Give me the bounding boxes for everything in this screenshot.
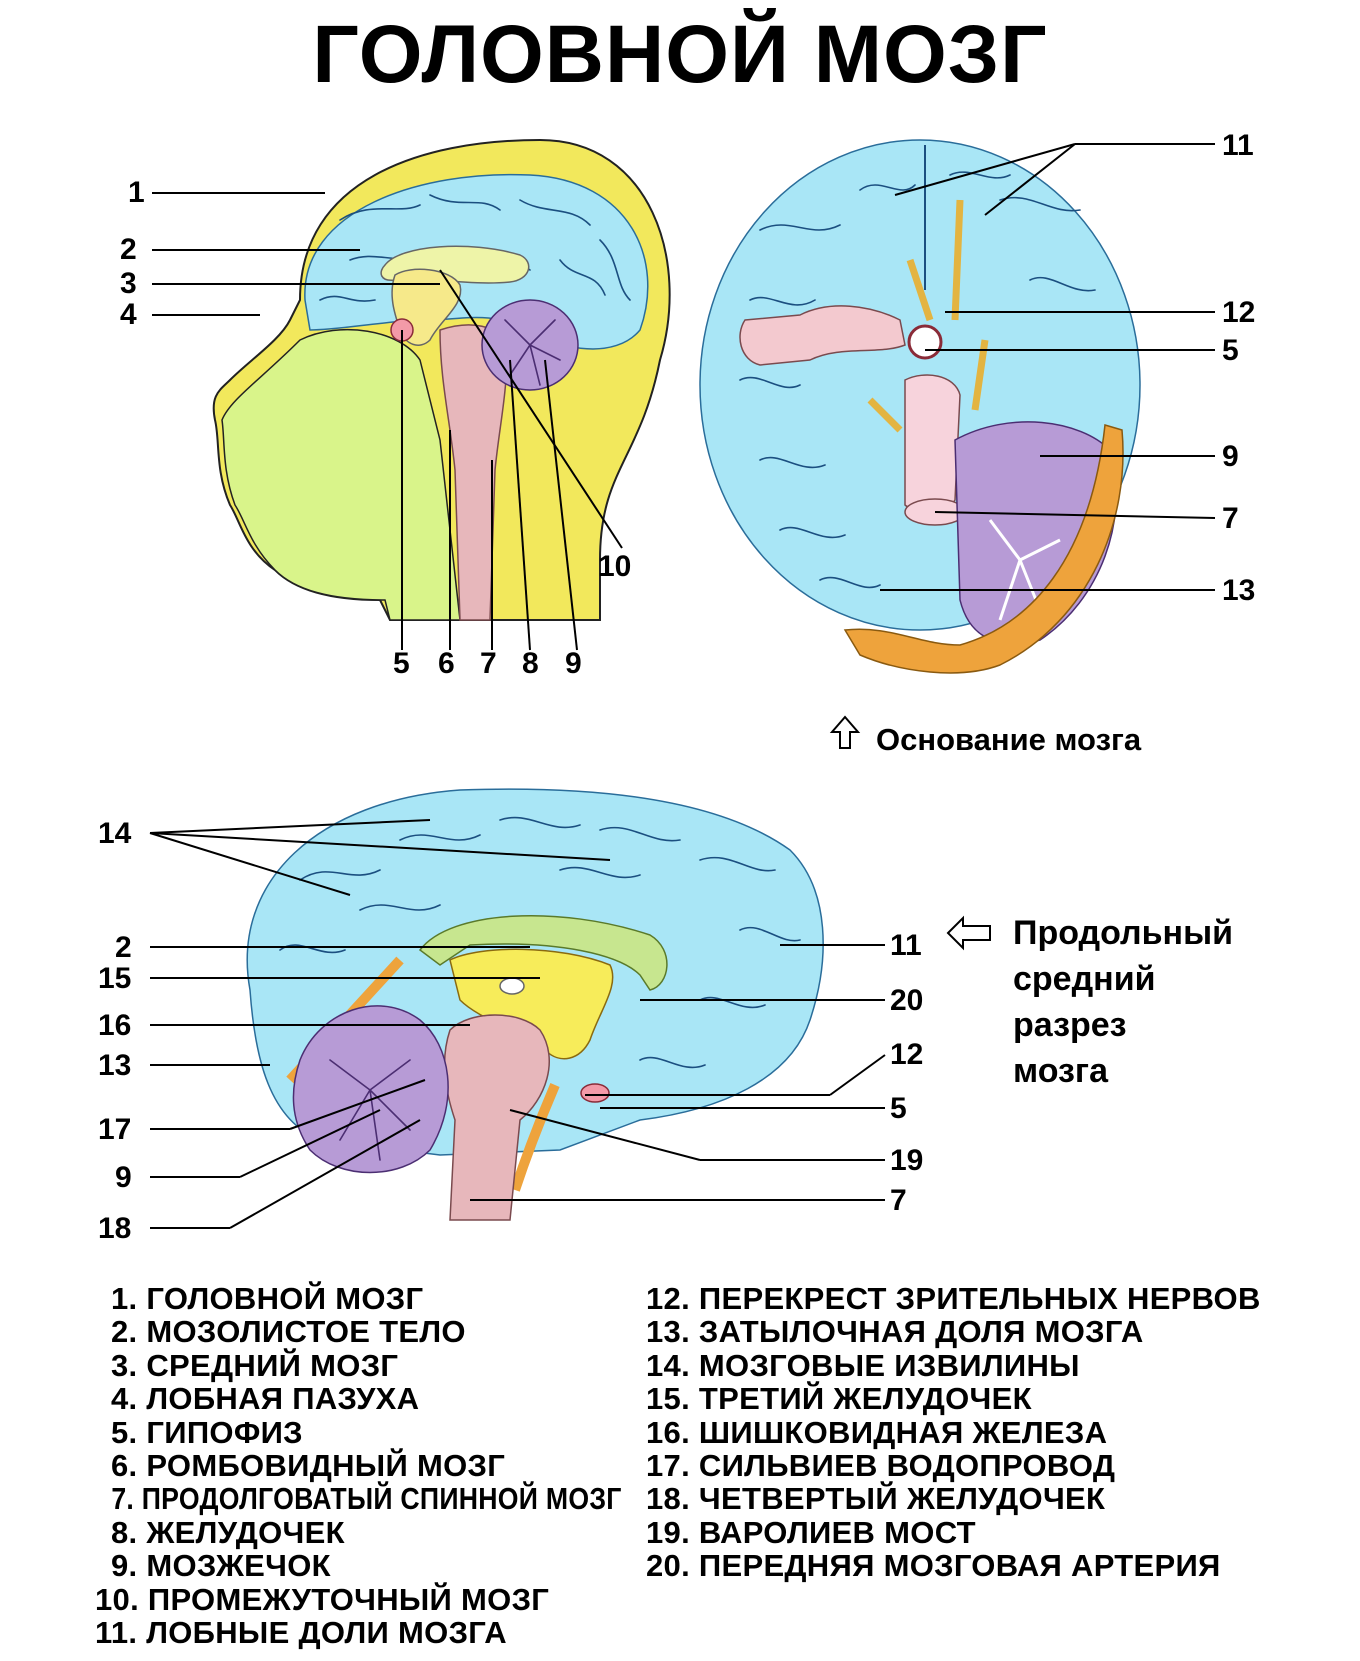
label-4: 4 (120, 298, 137, 331)
caption-section-line4: мозга (1013, 1052, 1109, 1090)
cerebellum-2-branches (988, 519, 1061, 621)
legend-item-16: 16. ШИШКОВИДНАЯ ЖЕЛЕЗА (646, 1414, 1108, 1450)
optic-tract (739, 305, 906, 366)
cerebellum-1-branches (504, 319, 561, 386)
label-16: 16 (98, 1009, 131, 1042)
legend-item-14: 14. МОЗГОВЫЕ ИЗВИЛИНЫ (646, 1347, 1080, 1383)
leader-14c (149, 832, 351, 896)
left-arrow-icon (946, 915, 991, 951)
interventricular-foramen (499, 977, 525, 995)
legend-item-11: 11. ЛОБНЫЕ ДОЛИ МОЗГА (95, 1615, 507, 1651)
label-11-section: 11 (890, 929, 922, 962)
label-9-bottom: 9 (565, 647, 582, 680)
leader-17b (289, 1079, 426, 1130)
brain-2-gyri (739, 171, 1096, 589)
leader-8 (509, 359, 531, 651)
head-sagittal-figure: 1 2 3 4 5 6 7 8 9 10 (120, 138, 671, 680)
legend-item-15: 15. ТРЕТИЙ ЖЕЛУДОЧЕК (646, 1381, 1032, 1417)
label-18: 18 (98, 1212, 131, 1245)
leader-18b (229, 1119, 421, 1229)
label-13-base: 13 (1222, 574, 1255, 607)
legend-item-6: 6. РОМБОВИДНЫЙ МОЗГ (111, 1448, 506, 1484)
legend-item-3: 3. СРЕДНИЙ МОЗГ (111, 1347, 399, 1383)
brain-1-gyri (319, 194, 631, 302)
leader-9c-b (239, 1109, 381, 1178)
legend-item-19: 19. ВАРОЛИЕВ МОСТ (646, 1514, 976, 1550)
caption-brain-base: Основание мозга (876, 722, 1142, 757)
pituitary-2 (907, 324, 943, 360)
caption-section-line3: разрез (1013, 1006, 1127, 1044)
legend-item-18: 18. ЧЕТВЕРТЫЙ ЖЕЛУДОЧЕК (646, 1481, 1106, 1517)
label-13-section: 13 (98, 1049, 131, 1082)
legend-item-17: 17. СИЛЬВИЕВ ВОДОПРОВОД (646, 1448, 1116, 1484)
leader-10 (439, 269, 623, 549)
label-5-section: 5 (890, 1092, 907, 1125)
legend-item-1: 1. ГОЛОВНОЙ МОЗГ (111, 1281, 424, 1316)
brain-3-gyri (279, 816, 801, 1069)
label-14: 14 (98, 817, 132, 850)
up-arrow-icon (829, 715, 861, 749)
label-7-section: 7 (890, 1184, 907, 1217)
tentorium-bone (843, 424, 1124, 674)
leader-11c (984, 143, 1076, 216)
brain-base-figure: 11 12 5 9 7 13 Основание мозга (699, 129, 1255, 757)
brainstem-2 (904, 374, 961, 514)
legend-item-2: 2. МОЗОЛИСТОЕ ТЕЛО (111, 1314, 466, 1350)
label-2-section: 2 (115, 931, 132, 964)
label-1: 1 (128, 176, 145, 209)
label-12-base: 12 (1222, 296, 1255, 329)
cerebellum-3-branches (329, 1059, 411, 1161)
legend-item-8: 8. ЖЕЛУДОЧЕК (111, 1514, 345, 1550)
label-6-bottom: 6 (438, 647, 455, 680)
label-19: 19 (890, 1144, 923, 1177)
label-7-base: 7 (1222, 502, 1239, 535)
label-10: 10 (598, 550, 631, 583)
caption-section-line2: средний (1013, 960, 1156, 998)
legend-item-5: 5. ГИПОФИЗ (111, 1414, 303, 1450)
label-7-bottom: 7 (480, 647, 497, 680)
face-region (221, 328, 461, 621)
label-3: 3 (120, 267, 137, 300)
legend-item-13: 13. ЗАТЫЛОЧНАЯ ДОЛЯ МОЗГА (646, 1314, 1144, 1350)
label-8-bottom: 8 (522, 647, 539, 680)
legend-item-7: 7. ПРОДОЛГОВАТЫЙ СПИННОЙ МОЗГ (111, 1481, 622, 1517)
legend-item-4: 4. ЛОБНАЯ ПАЗУХА (111, 1381, 420, 1417)
label-20: 20 (890, 984, 923, 1017)
legend-item-20: 20. ПЕРЕДНЯЯ МОЗГОВАЯ АРТЕРИЯ (646, 1548, 1221, 1584)
legend-item-9: 9. МОЗЖЕЧОК (111, 1548, 331, 1584)
leader-14b (149, 832, 611, 861)
label-12-section: 12 (890, 1038, 923, 1071)
label-5-base: 5 (1222, 334, 1239, 367)
legend-right-column: 12. ПЕРЕКРЕСТ ЗРИТЕЛЬНЫХ НЕРВОВ 13. ЗАТЫ… (646, 1282, 1261, 1583)
label-9-base: 9 (1222, 440, 1239, 473)
legend-item-10: 10. ПРОМЕЖУТОЧНЫЙ МОЗГ (95, 1581, 550, 1617)
cranial-nerves (867, 199, 989, 433)
leader-7b (934, 511, 1216, 519)
label-9-section: 9 (115, 1161, 132, 1194)
label-17: 17 (98, 1113, 131, 1146)
corpus-callosum-3 (418, 914, 668, 991)
leader-9 (544, 359, 578, 651)
leader-12c-b (829, 1054, 886, 1096)
leader-19 (509, 1109, 701, 1161)
leader-11b (894, 143, 1076, 196)
label-15: 15 (98, 962, 131, 995)
leader-14a (149, 819, 431, 834)
legend-item-12: 12. ПЕРЕКРЕСТ ЗРИТЕЛЬНЫХ НЕРВОВ (646, 1281, 1261, 1316)
label-5-bottom: 5 (393, 647, 410, 680)
page-title: ГОЛОВНОЙ МОЗГ (312, 9, 1048, 100)
midsagittal-section-figure: 14 2 15 16 13 17 9 18 11 20 12 5 19 7 Пр… (98, 788, 1233, 1245)
label-2: 2 (120, 233, 137, 266)
legend-left-column: 1. ГОЛОВНОЙ МОЗГ 2. МОЗОЛИСТОЕ ТЕЛО 3. С… (95, 1281, 707, 1651)
caption-section-line1: Продольный (1013, 914, 1233, 952)
pituitary-3 (580, 1083, 610, 1103)
label-11-base: 11 (1222, 129, 1254, 162)
